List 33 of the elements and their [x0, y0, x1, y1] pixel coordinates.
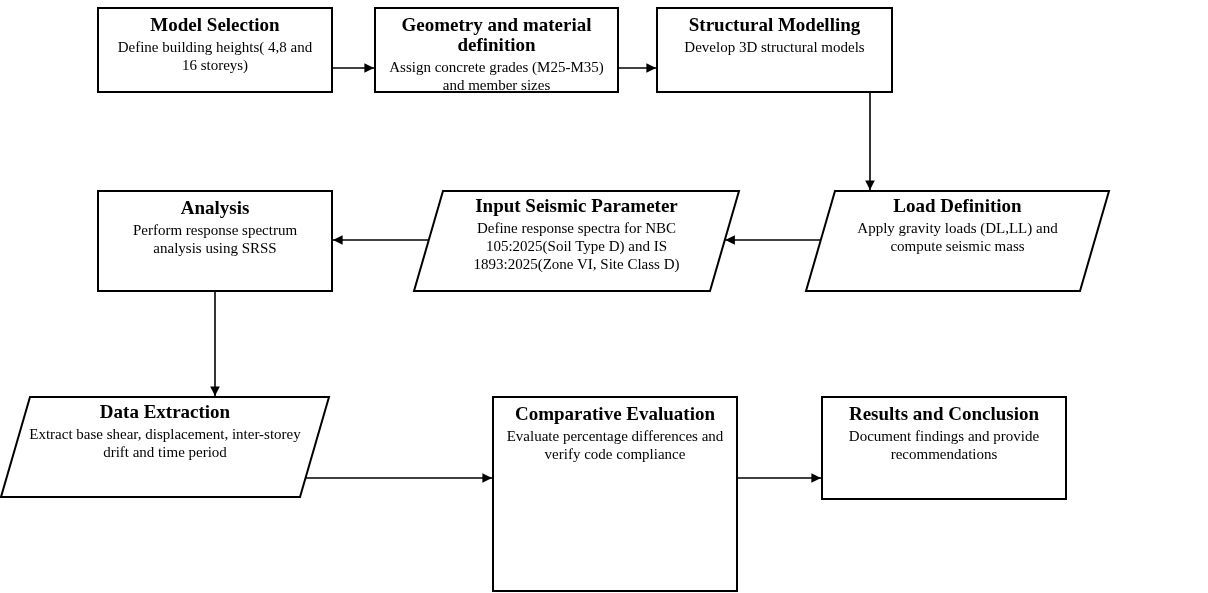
arrow — [737, 473, 822, 483]
step-description: Define response spectra for NBC 105:2025(Soil Type D) and IS 1893:2025(Zone VI, Site Class D) — [472, 218, 681, 273]
arrow — [865, 92, 875, 191]
data-parallelogram — [413, 190, 740, 292]
arrow — [332, 63, 375, 73]
step-title: Model Selection — [150, 15, 280, 35]
step-title: Analysis — [180, 198, 250, 218]
step-description: Define building heights( 4,8 and 16 storeys) — [116, 37, 314, 74]
step-title: Results and Conclusion — [848, 404, 1040, 424]
step-title: Structural Modelling — [688, 15, 861, 35]
step-title: Geometry and material definition — [400, 15, 593, 55]
step-description: Assign concrete grades (M25-M35) and member sizes — [388, 57, 605, 94]
data-parallelogram — [0, 396, 330, 498]
step-title: Load Definition — [893, 196, 1022, 216]
arrow — [210, 291, 220, 397]
step-description: Document findings and provide recommendations — [847, 426, 1041, 463]
process-box — [821, 396, 1067, 500]
step-description: Develop 3D structural models — [684, 37, 865, 56]
process-box — [97, 7, 333, 93]
step-description: Perform response spectrum analysis using SRSS — [131, 220, 299, 257]
process-box — [97, 190, 333, 292]
process-box — [374, 7, 619, 93]
process-box — [656, 7, 893, 93]
step-description: Extract base shear, displacement, inter-storey drift and time period — [28, 424, 302, 461]
data-parallelogram — [805, 190, 1110, 292]
step-title: Comparative Evaluation — [515, 404, 715, 424]
step-title: Input Seismic Parameter — [475, 196, 678, 216]
step-description: Evaluate percentage differences and verify code compliance — [506, 426, 724, 463]
step-description: Apply gravity loads (DL,LL) and compute seismic mass — [856, 218, 1059, 255]
process-box — [492, 396, 738, 592]
arrow — [305, 473, 493, 483]
arrow — [618, 63, 657, 73]
step-title: Data Extraction — [99, 402, 231, 422]
